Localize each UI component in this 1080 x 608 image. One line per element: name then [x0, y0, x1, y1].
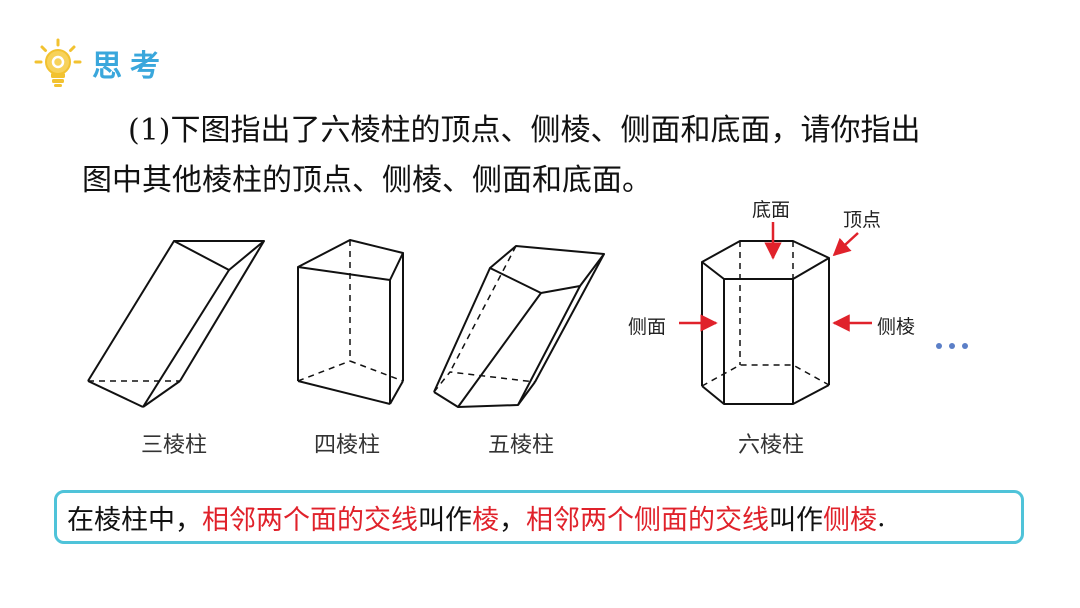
definition-highlight-edge: 棱 [472, 504, 499, 536]
quadrilateral-prism-drawing [297, 239, 404, 405]
definition-part-7: 叫作 [769, 504, 823, 536]
pentagonal-prism-drawing [433, 245, 605, 408]
hexagonal-prism-drawing [701, 240, 830, 405]
callout-lateral-edge: 侧棱 [877, 316, 916, 338]
question-text: (1)下图指出了六棱柱的顶点、侧棱、侧面和底面，请你指出 图中其他棱柱的顶点、侧… [82, 106, 982, 206]
definition-highlight-lateral-edge-def: 相邻两个侧面的交线 [526, 504, 769, 536]
label-triangular-prism: 三棱柱 [141, 433, 208, 458]
definition-part-3: 叫作 [418, 504, 472, 536]
callout-base: 底面 [752, 199, 791, 221]
definition-box: 在棱柱中， 相邻两个面的交线 叫作 棱 ， 相邻两个侧面的交线 叫作 侧棱 . [54, 490, 1024, 544]
callout-vertex: 顶点 [843, 209, 882, 231]
ellipsis-icon [936, 343, 968, 349]
lightbulb-icon [34, 38, 82, 87]
question-line-1: (1)下图指出了六棱柱的顶点、侧棱、侧面和底面，请你指出 [128, 113, 921, 148]
section-header: 思考 [34, 38, 168, 88]
definition-part-9: . [877, 501, 886, 533]
definition-part-5: ， [499, 504, 526, 536]
triangular-prism-drawing [87, 240, 265, 408]
arrow-vertex [832, 232, 859, 257]
label-hexagonal-prism: 六棱柱 [738, 433, 805, 458]
section-title: 思考 [92, 49, 168, 84]
question-line-2: 图中其他棱柱的顶点、侧棱、侧面和底面。 [82, 163, 652, 198]
definition-highlight-edge-def: 相邻两个面的交线 [202, 504, 418, 536]
label-quadrilateral-prism: 四棱柱 [314, 433, 381, 458]
label-pentagonal-prism: 五棱柱 [488, 433, 555, 458]
definition-part-1: 在棱柱中， [67, 504, 202, 536]
definition-highlight-lateral-edge: 侧棱 [823, 504, 877, 536]
callout-lateral-face: 侧面 [628, 316, 667, 338]
